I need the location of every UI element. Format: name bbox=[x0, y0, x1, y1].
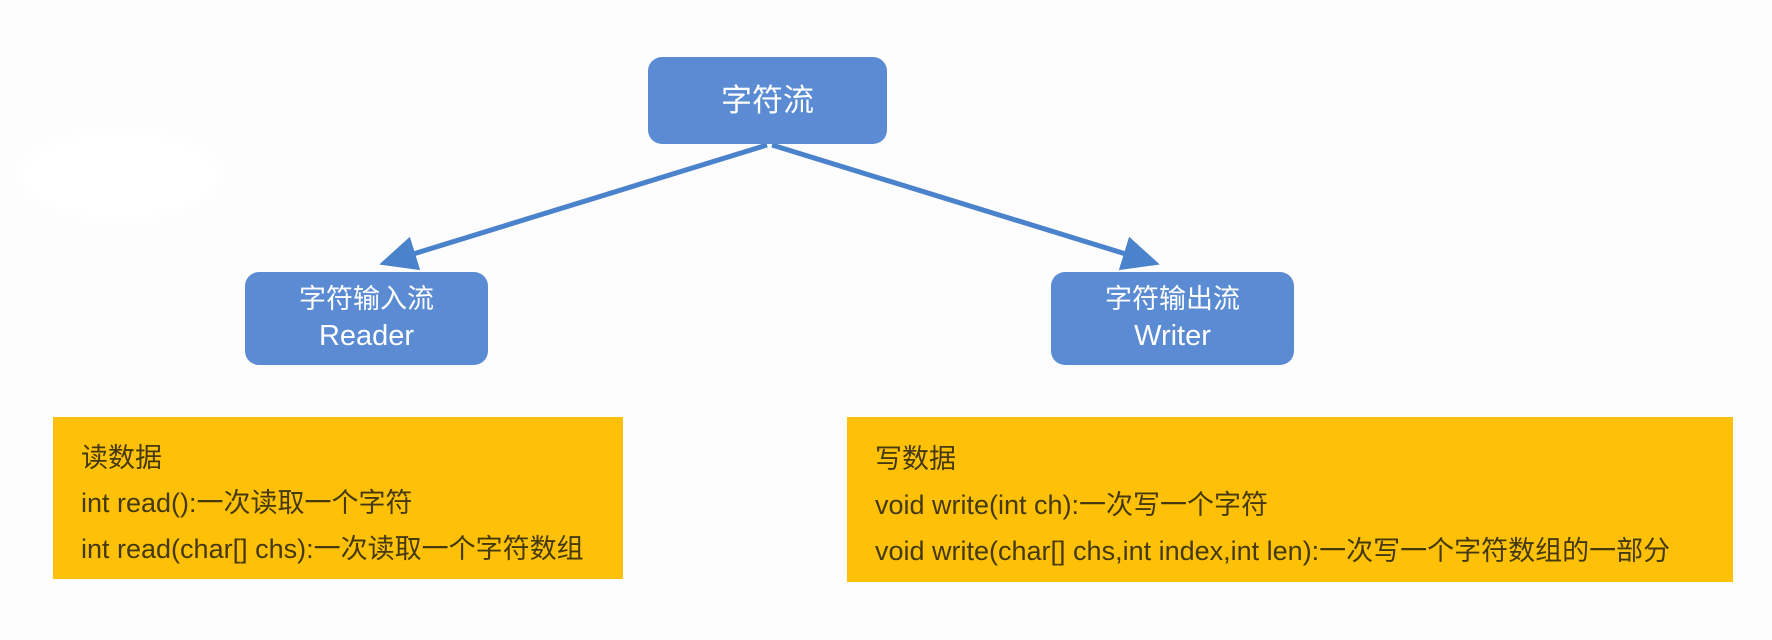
node-reader-label-en: Reader bbox=[318, 320, 415, 353]
note-read-method-1: int read():一次读取一个字符 bbox=[81, 488, 413, 519]
note-read-method-2: int read(char[] chs):一次读取一个字符数组 bbox=[81, 533, 584, 564]
node-writer-label-en: Writer bbox=[1134, 320, 1211, 353]
node-writer: 字符输出流 Writer bbox=[1051, 272, 1294, 365]
arrow-root-to-writer bbox=[771, 142, 1160, 271]
background-smudge bbox=[20, 130, 220, 220]
node-writer-label-cn: 字符输出流 bbox=[1105, 283, 1240, 314]
note-write-title: 写数据 bbox=[875, 443, 956, 474]
node-reader: 字符输入流 Reader bbox=[245, 272, 488, 365]
note-write-data: 写数据 void write(int ch):一次写一个字符 void writ… bbox=[847, 417, 1733, 582]
node-character-stream-label: 字符流 bbox=[721, 82, 814, 118]
note-read-data: 读数据 int read():一次读取一个字符 int read(char[] … bbox=[53, 417, 623, 579]
arrow-root-to-reader bbox=[379, 142, 768, 271]
note-write-method-1: void write(int ch):一次写一个字符 bbox=[875, 489, 1269, 520]
note-read-title: 读数据 bbox=[81, 443, 162, 474]
note-write-method-2: void write(char[] chs,int index,int len)… bbox=[875, 536, 1671, 567]
node-character-stream: 字符流 bbox=[648, 57, 887, 144]
node-reader-label-cn: 字符输入流 bbox=[299, 283, 434, 314]
